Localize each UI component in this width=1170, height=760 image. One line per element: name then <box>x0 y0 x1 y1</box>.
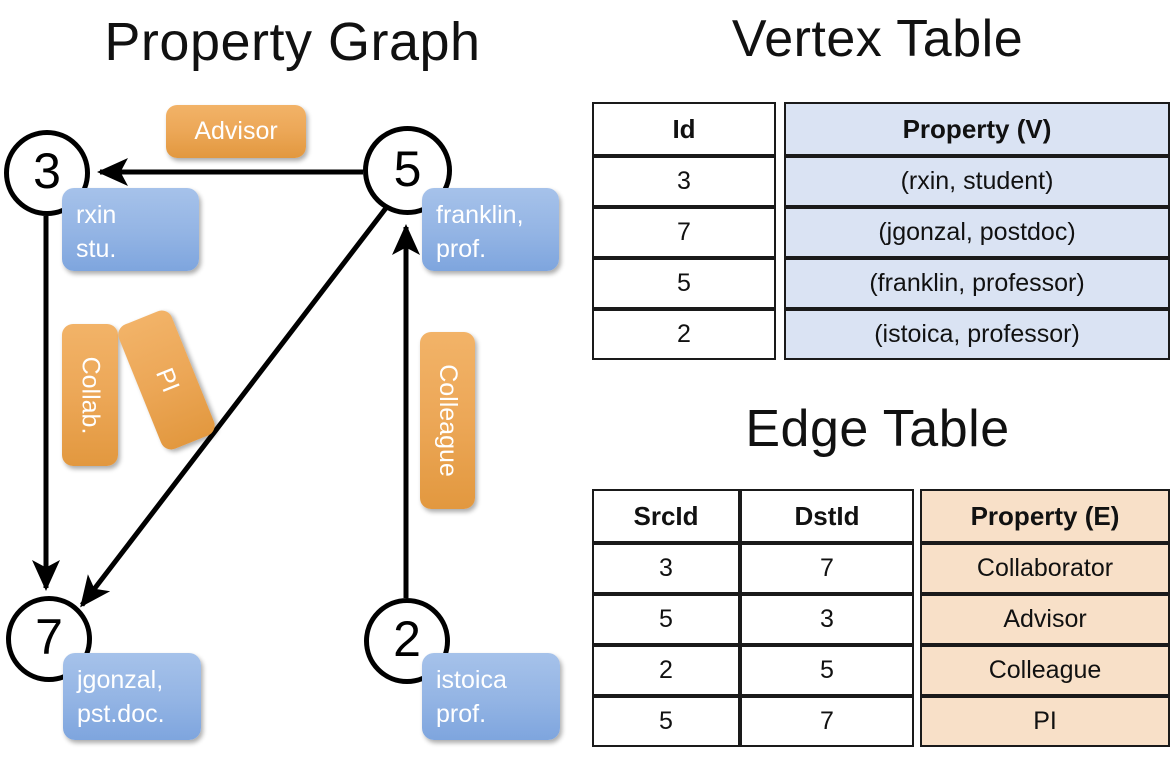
vertex-label-jgonzal-line2: pst.doc. <box>77 700 165 728</box>
column-gap <box>776 102 784 156</box>
edge-cell-dstid: 3 <box>740 594 914 645</box>
edge-cell-property: Colleague <box>920 645 1170 696</box>
column-gap <box>914 696 920 747</box>
edge-cell-srcid: 5 <box>592 594 740 645</box>
vertex-label-rxin-line2: stu. <box>76 235 117 263</box>
column-gap <box>776 309 784 360</box>
edge-label-advisor-text: Advisor <box>194 117 278 145</box>
page-title-vertex-table: Vertex Table <box>731 10 1024 68</box>
table-row: 2 5 Colleague <box>592 645 1170 696</box>
column-gap <box>776 258 784 309</box>
vertex-label-rxin-line1: rxin <box>76 201 117 229</box>
edge-label-advisor: Advisor <box>166 105 306 158</box>
vertex-cell-id: 7 <box>592 207 776 258</box>
vertex-label-franklin: franklin, prof. <box>422 188 559 271</box>
vertex-cell-id: 5 <box>592 258 776 309</box>
graph-node-2[interactable]: 2 <box>364 598 450 684</box>
graph-node-5-label: 5 <box>393 140 422 197</box>
page-title-property-graph: Property Graph <box>104 12 481 72</box>
vertex-cell-id: 2 <box>592 309 776 360</box>
edge-cell-srcid: 2 <box>592 645 740 696</box>
table-row: 3 (rxin, student) <box>592 156 1170 207</box>
column-gap <box>776 156 784 207</box>
vertex-label-rxin: rxin stu. <box>62 188 199 271</box>
edge-table-header-dstid: DstId <box>740 489 914 543</box>
edge-cell-dstid: 7 <box>740 543 914 594</box>
table-row: 7 (jgonzal, postdoc) <box>592 207 1170 258</box>
edge-table-header-row: SrcId DstId Property (E) <box>592 489 1170 543</box>
vertex-cell-property: (istoica, professor) <box>784 309 1170 360</box>
column-gap <box>914 489 920 543</box>
edge-cell-srcid: 3 <box>592 543 740 594</box>
edge-table: SrcId DstId Property (E) 3 7 Collaborato… <box>592 489 1170 747</box>
table-row: 5 3 Advisor <box>592 594 1170 645</box>
edge-cell-srcid: 5 <box>592 696 740 747</box>
vertex-cell-id: 3 <box>592 156 776 207</box>
graph-node-2-label: 2 <box>393 611 421 667</box>
table-row: 2 (istoica, professor) <box>592 309 1170 360</box>
vertex-label-istoica-line2: prof. <box>436 700 487 728</box>
edge-label-collab-text: Collab. <box>76 356 105 434</box>
vertex-table: Id Property (V) 3 (rxin, student) 7 (jgo… <box>592 102 1170 360</box>
vertex-label-istoica: istoica prof. <box>422 653 560 740</box>
edge-label-collab: Collab. <box>62 324 118 466</box>
graph-node-5[interactable]: 5 <box>363 126 452 215</box>
edge-5-to-7 <box>80 206 388 608</box>
vertex-table-header-id: Id <box>592 102 776 156</box>
graph-edges-svg <box>32 158 420 608</box>
graph-node-3-label: 3 <box>33 143 61 199</box>
page-title-edge-table: Edge Table <box>745 400 1010 458</box>
vertex-label-franklin-line2: prof. <box>436 235 487 263</box>
edge-cell-property: Advisor <box>920 594 1170 645</box>
vertex-table-header-row: Id Property (V) <box>592 102 1170 156</box>
vertex-cell-property: (franklin, professor) <box>784 258 1170 309</box>
edge-cell-dstid: 7 <box>740 696 914 747</box>
vertex-table-header-property: Property (V) <box>784 102 1170 156</box>
column-gap <box>914 543 920 594</box>
vertex-cell-property: (jgonzal, postdoc) <box>784 207 1170 258</box>
edge-cell-dstid: 5 <box>740 645 914 696</box>
edge-label-colleague: Colleague <box>420 332 475 509</box>
column-gap <box>914 645 920 696</box>
column-gap <box>776 207 784 258</box>
table-row: 3 7 Collaborator <box>592 543 1170 594</box>
graph-node-7-label: 7 <box>35 609 63 665</box>
table-row: 5 7 PI <box>592 696 1170 747</box>
vertex-label-franklin-line1: franklin, <box>436 201 524 229</box>
property-graph-panel: Property Graph 3 5 7 2 rxin stu. frankli… <box>4 12 560 740</box>
edge-label-pi-text: PI <box>149 363 185 397</box>
vertex-label-istoica-line1: istoica <box>436 666 507 694</box>
edge-cell-property: Collaborator <box>920 543 1170 594</box>
edge-table-header-srcid: SrcId <box>592 489 740 543</box>
edge-cell-property: PI <box>920 696 1170 747</box>
vertex-label-jgonzal: jgonzal, pst.doc. <box>63 653 201 740</box>
vertex-cell-property: (rxin, student) <box>784 156 1170 207</box>
edge-table-header-property: Property (E) <box>920 489 1170 543</box>
edge-label-colleague-text: Colleague <box>434 364 462 477</box>
table-row: 5 (franklin, professor) <box>592 258 1170 309</box>
vertex-label-jgonzal-line1: jgonzal, <box>77 666 164 694</box>
column-gap <box>914 594 920 645</box>
